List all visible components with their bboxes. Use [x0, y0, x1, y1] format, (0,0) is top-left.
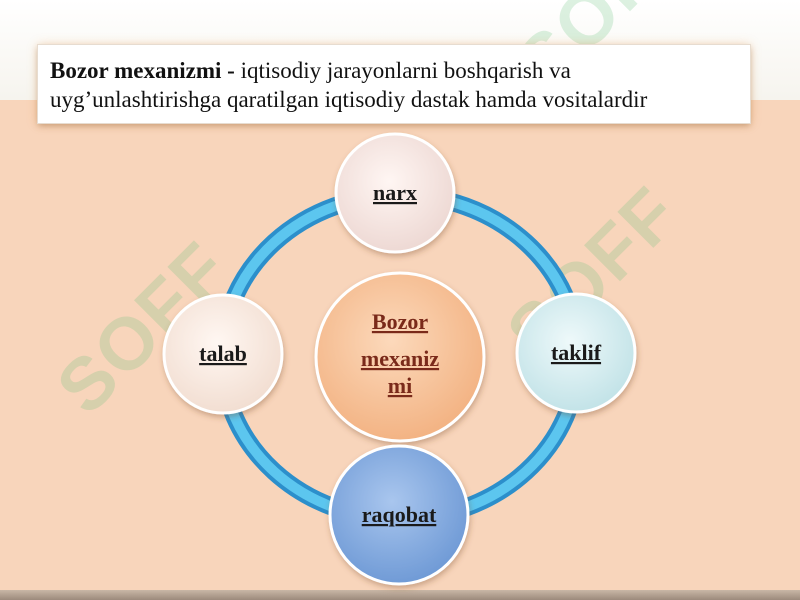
- definition-text: iqtisodiy jarayonlarni boshqarish va uyg…: [50, 58, 648, 112]
- center-label-line3: mi: [388, 373, 412, 398]
- center-label-line1: Bozor: [372, 309, 428, 334]
- node-raqobat: raqobat: [328, 444, 470, 586]
- node-taklif-label: taklif: [551, 340, 602, 365]
- center-label-line2: mexaniz: [361, 346, 439, 371]
- node-talab-label: talab: [199, 341, 247, 366]
- node-talab: talab: [162, 293, 284, 415]
- node-narx: narx: [334, 132, 456, 254]
- node-taklif: taklif: [515, 292, 637, 414]
- definition-term: Bozor mexanizmi: [50, 58, 222, 83]
- node-raqobat-label: raqobat: [362, 502, 437, 527]
- slide-footer-band: [0, 590, 800, 600]
- definition-box: Bozor mexanizmi - iqtisodiy jarayonlarni…: [38, 45, 750, 123]
- node-narx-label: narx: [373, 180, 417, 205]
- center-node: Bozor mexaniz mi: [314, 271, 486, 443]
- definition-separator: -: [221, 58, 241, 83]
